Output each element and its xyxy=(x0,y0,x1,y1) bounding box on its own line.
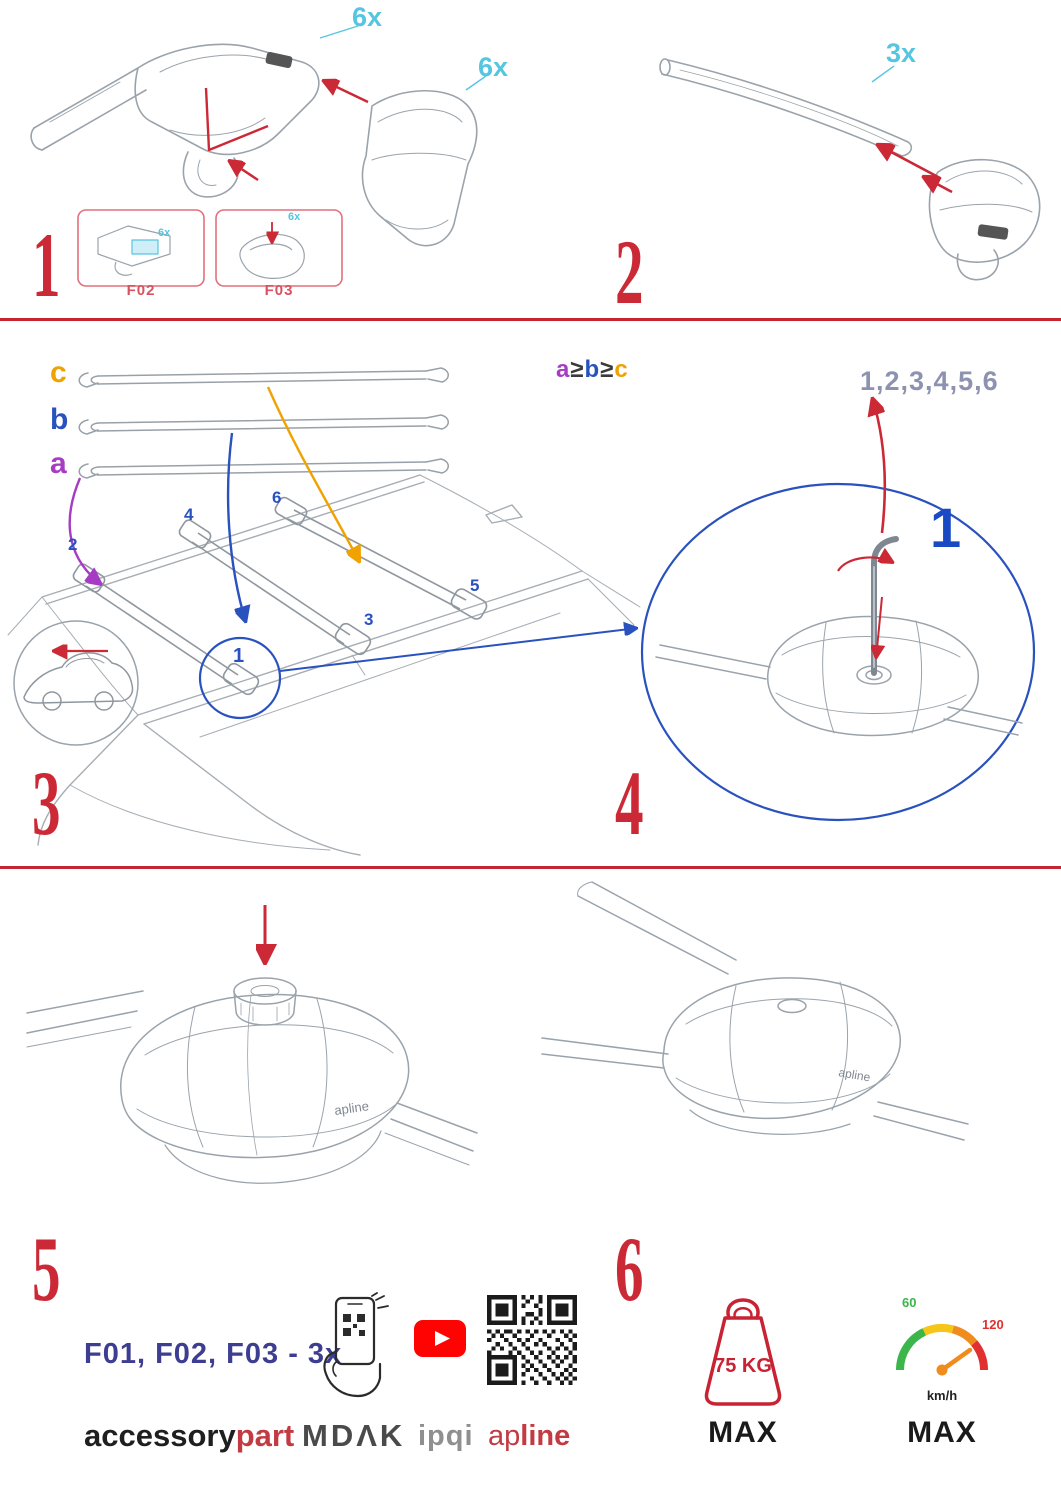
scan-phone-icon xyxy=(323,1292,389,1398)
step4-tightening-closeup-drawing xyxy=(640,385,1036,822)
brand-accessory-text: accessory xyxy=(84,1418,236,1453)
max-load-value: 75 KG xyxy=(714,1355,772,1377)
bar-c-label: c xyxy=(50,356,67,389)
step1-number: 1 xyxy=(32,214,61,316)
step3-number: 3 xyxy=(32,752,61,854)
roof-position-3: 3 xyxy=(364,610,374,629)
max-speed-label: MAX xyxy=(907,1416,977,1449)
step1-box1-qty-label: 6x xyxy=(158,227,171,239)
step2-qty-label: 3x xyxy=(886,38,917,68)
speed-low-label: 60 xyxy=(902,1295,917,1310)
sequence-first-number: 1 xyxy=(930,496,962,559)
rule-b: b xyxy=(584,356,600,383)
parts-quantity-line: F01, F02, F03 - 3x xyxy=(84,1338,343,1370)
tightening-sequence-label: 1,2,3,4,5,6 xyxy=(860,366,999,396)
roof-position-5: 5 xyxy=(470,576,480,595)
gauge-needle xyxy=(939,1347,973,1373)
bar-a-label: a xyxy=(50,447,67,480)
step2-number: 2 xyxy=(615,221,644,323)
bar-length-rule: a ≥ b ≥ c xyxy=(556,358,628,382)
brand-mdak: MDΛK xyxy=(302,1418,406,1453)
part-f03-label: F03 xyxy=(264,282,294,299)
step6-finished-mount-drawing: apline xyxy=(541,881,969,1141)
section-divider-bottom xyxy=(0,866,1061,869)
rule-ge-2: ≥ xyxy=(600,356,614,383)
max-speed-gauge-icon xyxy=(896,1323,989,1376)
clamp-logo-text: apline xyxy=(837,1065,871,1084)
step3-roof-layout-drawing xyxy=(7,367,641,856)
step1-endcap-exploded-drawing xyxy=(30,25,487,287)
speed-high-label: 120 xyxy=(982,1317,1004,1332)
max-load-weight-icon: 75 KG xyxy=(704,1298,782,1406)
step1-box2-qty-label: 6x xyxy=(288,211,301,223)
step5-knob-press-drawing: apline xyxy=(26,905,478,1184)
brand-apline-ap-text: ap xyxy=(488,1420,521,1452)
rule-a: a xyxy=(556,356,570,383)
clamp-logo-text: apline xyxy=(333,1098,369,1118)
brand-apline: apline xyxy=(488,1420,570,1453)
step5-number: 5 xyxy=(32,1218,61,1320)
brand-ipqi: ipqi xyxy=(418,1420,474,1452)
bar-b-label: b xyxy=(50,403,69,436)
roof-position-4: 4 xyxy=(184,505,194,524)
section-divider-top xyxy=(0,318,1061,321)
step1-qty-right-label: 6x xyxy=(478,52,509,82)
speed-unit-label: km/h xyxy=(926,1388,958,1403)
part-f02-label: F02 xyxy=(126,282,156,299)
youtube-icon xyxy=(414,1320,466,1357)
brand-accessorypart: accessorypart xyxy=(84,1418,294,1454)
max-load-label: MAX xyxy=(708,1416,778,1449)
roof-position-6: 6 xyxy=(272,488,282,507)
brand-apline-line-text: line xyxy=(520,1420,571,1452)
roof-position-1: 1 xyxy=(233,645,245,667)
step4-number: 4 xyxy=(615,752,644,854)
step1-qty-top-label: 6x xyxy=(352,2,383,32)
roof-position-2: 2 xyxy=(68,535,78,554)
step6-number: 6 xyxy=(615,1218,644,1320)
rule-c: c xyxy=(614,356,628,383)
brand-part-text: part xyxy=(235,1418,295,1453)
step2-crossbar-drawing xyxy=(659,58,1041,281)
qr-code xyxy=(487,1295,577,1385)
rule-ge-1: ≥ xyxy=(570,356,584,383)
